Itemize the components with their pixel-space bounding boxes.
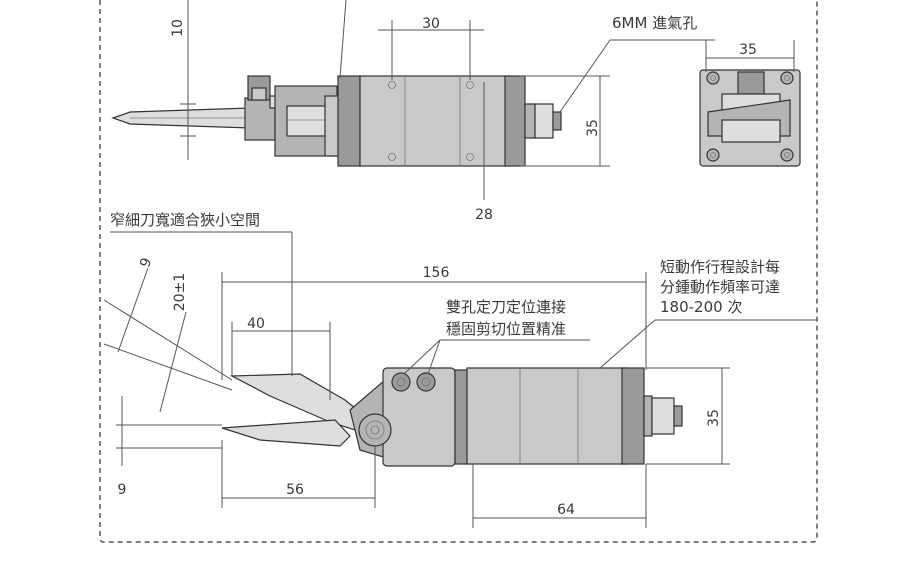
dim-40-label: 40 xyxy=(247,316,265,332)
dim-20-label: 20±1 xyxy=(172,273,188,311)
end-dim-35-label: 35 xyxy=(739,42,757,58)
dim-56-label: 56 xyxy=(286,482,304,498)
top-cylinder-body xyxy=(359,75,511,167)
dim-9-top-label: 9 xyxy=(137,256,155,270)
double-hole-note-line2: 穩固剪切位置精准 xyxy=(446,320,566,338)
locating-hole-1 xyxy=(391,372,411,392)
top-side-view: 10 30 35 28 6MM 進氣孔 xyxy=(111,0,715,223)
dim-28-label: 28 xyxy=(475,207,493,223)
upper-blade xyxy=(229,373,372,431)
stroke-note-line1: 短動作行程設計每 xyxy=(660,258,780,276)
dim-156-label: 156 xyxy=(423,265,450,281)
locating-hole-2 xyxy=(416,372,436,392)
dim-9-bottom-label: 9 xyxy=(118,482,127,498)
lower-blade xyxy=(221,419,351,447)
top-air-fitting xyxy=(534,103,554,139)
top-cylinder-end-right xyxy=(504,75,526,167)
double-hole-note-line1: 雙孔定刀定位連接 xyxy=(446,298,566,316)
dim-64-label: 64 xyxy=(557,502,575,518)
air-hole-note: 6MM 進氣孔 xyxy=(612,14,697,32)
stroke-note-line3: 180-200 次 xyxy=(660,298,742,316)
stroke-note-line2: 分鍾動作頻率可達 xyxy=(660,278,780,296)
dim-35-bottom-label: 35 xyxy=(706,409,722,427)
bottom-main-view: 156 40 56 64 35 9 20±1 9 窄細刀寬適合 xyxy=(103,211,817,528)
narrow-blade-note: 窄細刀寬適合狹小空間 xyxy=(110,211,260,229)
bottom-air-fitting xyxy=(651,397,675,435)
end-view: 35 xyxy=(699,40,801,167)
bottom-cylinder-body xyxy=(466,367,628,465)
dim-35-side-label: 35 xyxy=(585,119,601,137)
top-cylinder-end-left xyxy=(337,75,361,167)
pivot-bolt xyxy=(358,413,392,447)
dim-30-label: 30 xyxy=(422,16,440,32)
dim-10-label: 10 xyxy=(170,19,186,37)
